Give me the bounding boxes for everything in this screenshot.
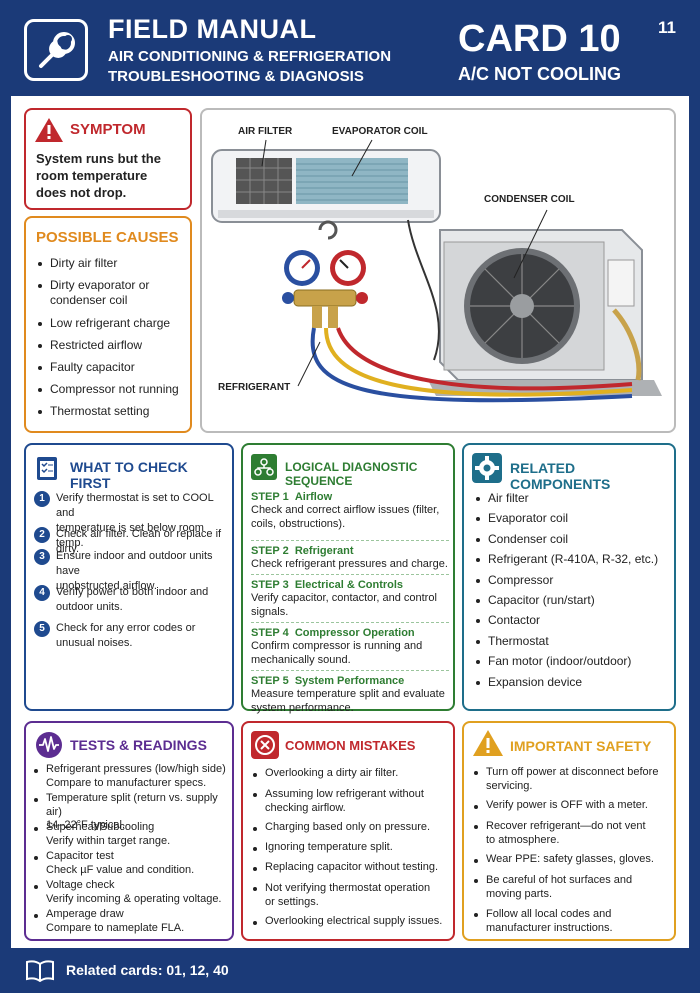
label-evaporator-coil: EVAPORATOR COIL bbox=[332, 126, 428, 137]
label-air-filter: AIR FILTER bbox=[238, 126, 293, 137]
list-item: Refrigerant (R-410A, R-32, etc.) bbox=[474, 552, 670, 572]
related-components-box: RELATED COMPONENTS Air filter Evaporator… bbox=[462, 443, 676, 711]
components-title: RELATED COMPONENTS bbox=[510, 460, 611, 492]
list-item: Temperature split (return vs. supply air… bbox=[32, 792, 232, 831]
important-safety-box: IMPORTANT SAFETY Turn off power at disco… bbox=[462, 721, 676, 941]
checklist-icon bbox=[35, 455, 59, 486]
list-item: Overlooking a dirty air filter. bbox=[251, 767, 451, 787]
sequence-step: STEP 3 Electrical & Controls Verify capa… bbox=[251, 579, 449, 623]
check-first-box: WHAT TO CHECK FIRST 1 Verify thermostat … bbox=[24, 443, 234, 711]
tests-readings-box: TESTS & READINGS Refrigerant pressures (… bbox=[24, 721, 234, 941]
list-item: Compressor not running bbox=[36, 382, 186, 404]
list-item: Restricted airflow bbox=[36, 338, 186, 360]
manual-subtitle-2: TROUBLESHOOTING & DIAGNOSIS bbox=[108, 68, 364, 85]
sequence-step: STEP 2 Refrigerant Check refrigerant pre… bbox=[251, 545, 449, 575]
x-circle-icon bbox=[251, 731, 279, 764]
footer: Related cards: 01, 12, 40 bbox=[0, 948, 700, 993]
check-first-title: WHAT TO CHECK FIRST bbox=[70, 459, 188, 491]
common-mistakes-box: COMMON MISTAKES Overlooking a dirty air … bbox=[241, 721, 455, 941]
related-cards[interactable]: Related cards: 01, 12, 40 bbox=[66, 962, 229, 978]
warning-icon bbox=[472, 729, 504, 762]
list-item: Contactor bbox=[474, 613, 670, 633]
list-item: Thermostat bbox=[474, 634, 670, 654]
manual-subtitle-1: AIR CONDITIONING & REFRIGERATION bbox=[108, 48, 392, 65]
list-item: Expansion device bbox=[474, 675, 670, 695]
components-list: Air filter Evaporator coil Condenser coi… bbox=[474, 491, 670, 695]
label-condenser-coil: CONDENSER COIL bbox=[484, 194, 575, 205]
list-item: Capacitor (run/start) bbox=[474, 593, 670, 613]
tests-list: Refrigerant pressures (low/high side)Com… bbox=[32, 763, 232, 937]
diagram-illustration: AIR FILTER EVAPORATOR COIL CONDENSER COI… bbox=[211, 126, 662, 403]
list-item: Charging based only on pressure. bbox=[251, 821, 451, 841]
list-item: Replacing capacitor without testing. bbox=[251, 861, 451, 881]
causes-title: POSSIBLE CAUSES bbox=[36, 229, 179, 246]
flowchart-icon bbox=[251, 454, 277, 485]
list-item: Wear PPE: safety glasses, gloves. bbox=[472, 853, 672, 873]
list-item: Dirty air filter bbox=[36, 256, 186, 278]
symptom-box: SYMPTOM System runs but the room tempera… bbox=[24, 108, 192, 210]
possible-causes-box: POSSIBLE CAUSES Dirty air filter Dirty e… bbox=[24, 216, 192, 433]
header: FIELD MANUAL AIR CONDITIONING & REFRIGER… bbox=[0, 0, 700, 96]
mistakes-list: Overlooking a dirty air filter. Assuming… bbox=[251, 767, 451, 935]
manual-title: FIELD MANUAL bbox=[108, 14, 317, 44]
symptom-title: SYMPTOM bbox=[70, 121, 146, 138]
wrench-icon bbox=[24, 19, 88, 81]
book-icon bbox=[26, 960, 54, 987]
warning-icon bbox=[34, 117, 64, 148]
mistakes-title: COMMON MISTAKES bbox=[285, 738, 416, 753]
list-item: Air filter bbox=[474, 491, 670, 511]
list-item: Verify power is OFF with a meter. bbox=[472, 799, 672, 819]
diagnostic-sequence-box: LOGICAL DIAGNOSTIC SEQUENCE STEP 1 Airfl… bbox=[241, 443, 455, 714]
list-item: Thermostat setting bbox=[36, 404, 186, 426]
safety-title: IMPORTANT SAFETY bbox=[510, 738, 652, 754]
list-item: Faulty capacitor bbox=[36, 360, 186, 382]
sequence-title: LOGICAL DIAGNOSTIC SEQUENCE bbox=[285, 460, 418, 488]
card-subtitle: A/C NOT COOLING bbox=[458, 64, 621, 84]
sequence-steps: STEP 1 Airflow Check and correct airflow… bbox=[251, 491, 449, 715]
list-item: Ignoring temperature split. bbox=[251, 841, 451, 861]
list-item: Overlooking electrical supply issues. bbox=[251, 915, 451, 935]
sequence-step: STEP 1 Airflow Check and correct airflow… bbox=[251, 491, 449, 541]
ac-system-diagram: AIR FILTER EVAPORATOR COIL CONDENSER COI… bbox=[200, 108, 676, 433]
list-item: 2 Check air filter. Clean or replace if … bbox=[34, 527, 230, 555]
tests-title: TESTS & READINGS bbox=[70, 737, 207, 753]
list-item: Fan motor (indoor/outdoor) bbox=[474, 654, 670, 674]
page-number: 11 bbox=[658, 18, 676, 37]
sequence-step: STEP 4 Compressor Operation Confirm comp… bbox=[251, 627, 449, 671]
symptom-text: System runs but the room temperature doe… bbox=[36, 151, 161, 200]
list-item: Refrigerant pressures (low/high side)Com… bbox=[32, 763, 232, 792]
list-item: Compressor bbox=[474, 573, 670, 593]
waveform-icon bbox=[35, 731, 63, 764]
label-refrigerant: REFRIGERANT bbox=[218, 382, 290, 393]
card-number: CARD 10 bbox=[458, 18, 621, 60]
list-item: Condenser coil bbox=[474, 532, 670, 552]
list-item: Evaporator coil bbox=[474, 511, 670, 531]
gear-icon bbox=[472, 453, 502, 488]
list-item: Low refrigerant charge bbox=[36, 316, 186, 338]
sequence-step: STEP 5 System Performance Measure temper… bbox=[251, 675, 445, 714]
